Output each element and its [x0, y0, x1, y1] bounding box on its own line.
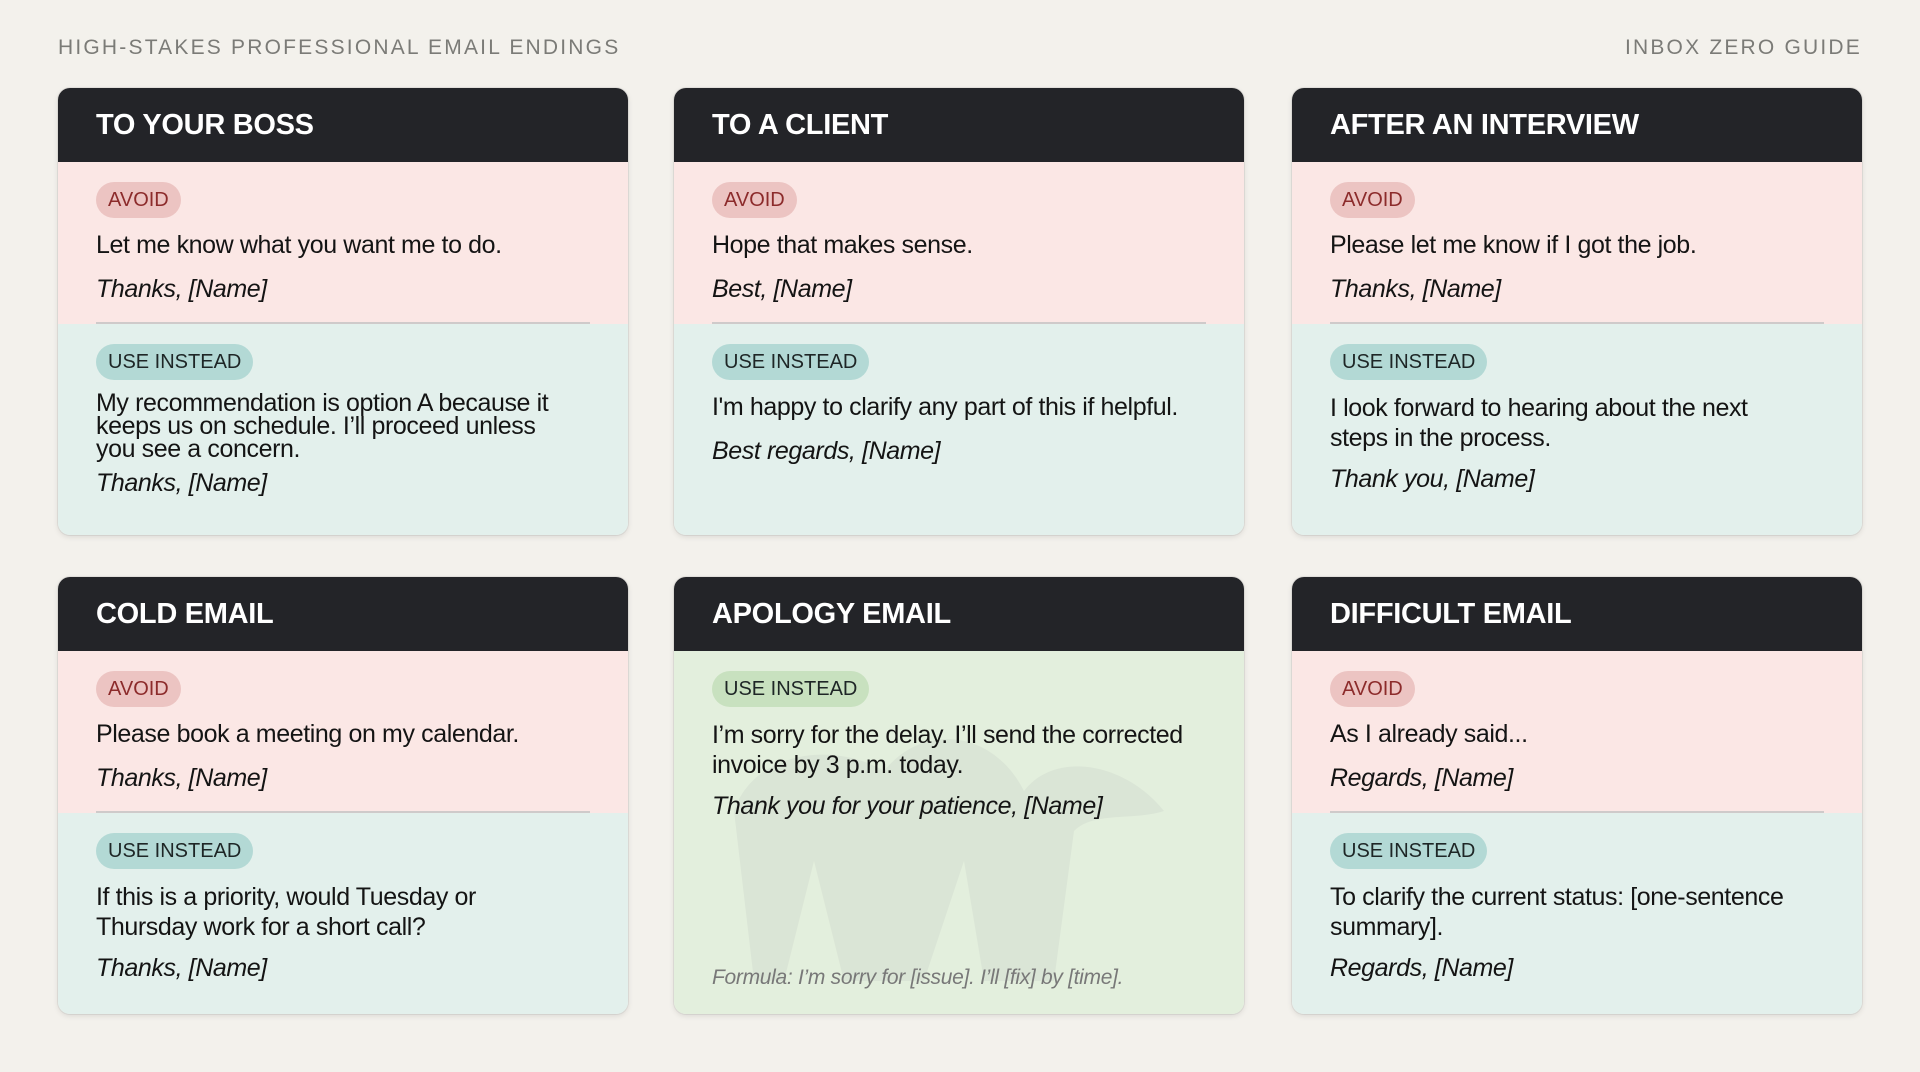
- card-apology-email: APOLOGY EMAIL USE INSTEAD I’m sorry for …: [674, 577, 1244, 1014]
- use-text-line: Thursday work for a short call?: [96, 913, 426, 941]
- avoid-section: AVOID Let me know what you want me to do…: [58, 162, 628, 324]
- use-text-line: To clarify the current status: [one-sent…: [1330, 883, 1784, 911]
- avoid-signoff: Regards, [Name]: [1330, 764, 1513, 792]
- avoid-signoff: Thanks, [Name]: [96, 275, 267, 303]
- use-instead-section: USE INSTEAD I look forward to hearing ab…: [1292, 324, 1862, 535]
- use-text-line: summary].: [1330, 913, 1444, 941]
- use-instead-badge: USE INSTEAD: [96, 344, 254, 380]
- use-signoff: Thanks, [Name]: [96, 469, 267, 497]
- avoid-text: As I already said...: [1330, 720, 1528, 748]
- use-text-line: steps in the process.: [1330, 424, 1551, 452]
- avoid-badge: AVOID: [1330, 671, 1415, 707]
- avoid-text: Hope that makes sense.: [712, 231, 973, 259]
- use-instead-badge: USE INSTEAD: [96, 833, 254, 869]
- avoid-section: AVOID As I already said... Regards, [Nam…: [1292, 651, 1862, 813]
- use-signoff: Best regards, [Name]: [712, 437, 941, 465]
- avoid-signoff: Best, [Name]: [712, 275, 852, 303]
- avoid-section: AVOID Please book a meeting on my calend…: [58, 651, 628, 813]
- use-instead-badge: USE INSTEAD: [1330, 344, 1488, 380]
- avoid-badge: AVOID: [96, 671, 181, 707]
- divider: [1330, 811, 1824, 813]
- card-after-an-interview: AFTER AN INTERVIEW AVOID Please let me k…: [1292, 88, 1862, 535]
- use-text: I look forward to hearing about the next…: [1330, 393, 1824, 453]
- avoid-badge: AVOID: [1330, 182, 1415, 218]
- divider: [1330, 322, 1824, 324]
- formula-note: Formula: I’m sorry for [issue]. I’ll [fi…: [712, 966, 1124, 989]
- card-title: TO A CLIENT: [712, 108, 889, 141]
- card-title: APOLOGY EMAIL: [712, 597, 951, 630]
- avoid-section: AVOID Hope that makes sense. Best, [Name…: [674, 162, 1244, 324]
- use-text: To clarify the current status: [one-sent…: [1330, 882, 1824, 942]
- use-instead-section: USE INSTEAD I'm happy to clarify any par…: [674, 324, 1244, 535]
- use-instead-badge: USE INSTEAD: [712, 671, 870, 707]
- avoid-signoff: Thanks, [Name]: [96, 764, 267, 792]
- card-title: COLD EMAIL: [96, 597, 274, 630]
- use-instead-section: USE INSTEAD If this is a priority, would…: [58, 813, 628, 1014]
- avoid-badge: AVOID: [712, 182, 797, 218]
- avoid-text: Please book a meeting on my calendar.: [96, 720, 519, 748]
- card-to-your-boss: TO YOUR BOSS AVOID Let me know what you …: [58, 88, 628, 535]
- card-header: TO YOUR BOSS: [58, 88, 628, 162]
- use-instead-badge: USE INSTEAD: [712, 344, 870, 380]
- use-text-line: I’m sorry for the delay. I’ll send the c…: [712, 721, 1183, 749]
- use-text-line: you see a concern.: [96, 435, 301, 463]
- card-title: TO YOUR BOSS: [96, 108, 314, 141]
- use-text-line: keeps us on schedule. I’ll proceed unles…: [96, 412, 536, 440]
- use-text: I'm happy to clarify any part of this if…: [712, 393, 1178, 421]
- card-cold-email: COLD EMAIL AVOID Please book a meeting o…: [58, 577, 628, 1014]
- use-signoff: Thanks, [Name]: [96, 954, 267, 982]
- use-text-line: My recommendation is option A because it: [96, 389, 549, 417]
- use-text: If this is a priority, would Tuesday or …: [96, 882, 590, 942]
- use-instead-section: USE INSTEAD To clarify the current statu…: [1292, 813, 1862, 1014]
- card-header: TO A CLIENT: [674, 88, 1244, 162]
- avoid-signoff: Thanks, [Name]: [1330, 275, 1501, 303]
- use-text-line: I look forward to hearing about the next: [1330, 394, 1748, 422]
- card-title: DIFFICULT EMAIL: [1330, 597, 1572, 630]
- card-title: AFTER AN INTERVIEW: [1330, 108, 1639, 141]
- divider: [96, 811, 590, 813]
- divider: [712, 322, 1206, 324]
- page-title: HIGH-STAKES PROFESSIONAL EMAIL ENDINGS: [58, 36, 621, 59]
- use-signoff: Thank you for your patience, [Name]: [712, 792, 1103, 820]
- card-difficult-email: DIFFICULT EMAIL AVOID As I already said.…: [1292, 577, 1862, 1014]
- use-signoff: Regards, [Name]: [1330, 954, 1513, 982]
- use-text: I’m sorry for the delay. I’ll send the c…: [712, 720, 1206, 780]
- avoid-text: Please let me know if I got the job.: [1330, 231, 1697, 259]
- use-text: My recommendation is option A because it…: [96, 389, 590, 463]
- avoid-text: Let me know what you want me to do.: [96, 231, 502, 259]
- use-text-line: invoice by 3 p.m. today.: [712, 751, 964, 779]
- card-to-a-client: TO A CLIENT AVOID Hope that makes sense.…: [674, 88, 1244, 535]
- use-signoff: Thank you, [Name]: [1330, 465, 1535, 493]
- use-instead-section: USE INSTEAD My recommendation is option …: [58, 324, 628, 535]
- avoid-section: AVOID Please let me know if I got the jo…: [1292, 162, 1862, 324]
- use-text-line: If this is a priority, would Tuesday or: [96, 883, 476, 911]
- guide-label: INBOX ZERO GUIDE: [1624, 36, 1862, 59]
- use-instead-badge: USE INSTEAD: [1330, 833, 1488, 869]
- card-header: AFTER AN INTERVIEW: [1292, 88, 1862, 162]
- avoid-badge: AVOID: [96, 182, 181, 218]
- use-instead-section: USE INSTEAD I’m sorry for the delay. I’l…: [674, 651, 1244, 1014]
- card-header: COLD EMAIL: [58, 577, 628, 651]
- card-header: APOLOGY EMAIL: [674, 577, 1244, 651]
- card-header: DIFFICULT EMAIL: [1292, 577, 1862, 651]
- divider: [96, 322, 590, 324]
